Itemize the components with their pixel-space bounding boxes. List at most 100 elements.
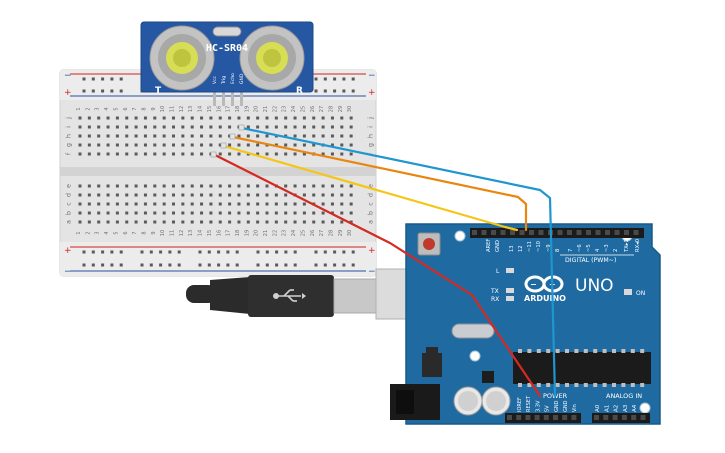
breadboard-hole[interactable] — [162, 125, 166, 129]
header-pin[interactable] — [507, 415, 512, 420]
breadboard-hole[interactable] — [143, 202, 147, 206]
rail-hole[interactable] — [91, 89, 95, 93]
rail-hole[interactable] — [342, 77, 346, 81]
header-pin[interactable] — [491, 230, 496, 235]
breadboard-hole[interactable] — [302, 193, 306, 197]
breadboard-hole[interactable] — [125, 152, 129, 156]
breadboard-hole[interactable] — [349, 152, 353, 156]
rail-hole[interactable] — [275, 263, 279, 267]
breadboard-hole[interactable] — [153, 202, 157, 206]
breadboard-hole[interactable] — [78, 125, 82, 129]
rail-hole[interactable] — [159, 250, 163, 254]
breadboard-hole[interactable] — [302, 143, 306, 147]
breadboard-hole[interactable] — [284, 211, 288, 215]
rail-hole[interactable] — [159, 263, 163, 267]
breadboard-hole[interactable] — [340, 211, 344, 215]
breadboard-hole[interactable] — [256, 220, 260, 224]
breadboard-hole[interactable] — [172, 116, 175, 120]
rail-hole[interactable] — [110, 250, 114, 254]
breadboard-hole[interactable] — [125, 134, 129, 138]
breadboard-hole[interactable] — [256, 184, 260, 188]
header-pin[interactable] — [553, 415, 558, 420]
breadboard-hole[interactable] — [115, 134, 119, 138]
breadboard-hole[interactable] — [172, 134, 175, 138]
rail-hole[interactable] — [110, 77, 114, 81]
header-pin[interactable] — [510, 230, 515, 235]
breadboard-hole[interactable] — [143, 184, 147, 188]
breadboard-hole[interactable] — [115, 116, 119, 120]
breadboard-hole[interactable] — [302, 211, 306, 215]
breadboard-hole[interactable] — [293, 125, 297, 129]
breadboard-hole[interactable] — [293, 143, 297, 147]
breadboard-hole[interactable] — [87, 202, 91, 206]
breadboard-hole[interactable] — [134, 125, 138, 129]
breadboard-hole[interactable] — [330, 134, 334, 138]
rail-hole[interactable] — [82, 89, 86, 93]
breadboard-hole[interactable] — [284, 220, 288, 224]
breadboard-hole[interactable] — [209, 220, 213, 224]
breadboard-hole[interactable] — [302, 125, 306, 129]
rail-hole[interactable] — [119, 89, 123, 93]
breadboard-hole[interactable] — [330, 152, 334, 156]
breadboard-hole[interactable] — [321, 193, 325, 197]
breadboard-hole[interactable] — [218, 125, 222, 129]
header-pin[interactable] — [576, 230, 582, 235]
breadboard-hole[interactable] — [190, 152, 194, 156]
rail-hole[interactable] — [323, 77, 327, 81]
breadboard-hole[interactable] — [284, 125, 288, 129]
rail-hole[interactable] — [149, 250, 153, 254]
breadboard-hole[interactable] — [115, 211, 119, 215]
breadboard-hole[interactable] — [153, 184, 157, 188]
breadboard-hole[interactable] — [78, 134, 82, 138]
breadboard-hole[interactable] — [265, 125, 269, 129]
rail-hole[interactable] — [342, 263, 346, 267]
breadboard-hole[interactable] — [181, 202, 185, 206]
rail-hole[interactable] — [275, 250, 279, 254]
breadboard-hole[interactable] — [78, 116, 82, 120]
breadboard-hole[interactable] — [274, 125, 278, 129]
rail-hole[interactable] — [323, 263, 327, 267]
ultrasonic-sensor[interactable]: HC-SR04 T R Vcc Trig Echo GND — [140, 21, 314, 106]
breadboard-hole[interactable] — [200, 184, 204, 188]
breadboard-hole[interactable] — [181, 116, 185, 120]
header-pin[interactable] — [557, 230, 563, 235]
breadboard-hole[interactable] — [340, 193, 344, 197]
breadboard-hole[interactable] — [274, 202, 278, 206]
breadboard-hole[interactable] — [134, 193, 138, 197]
breadboard-hole[interactable] — [265, 184, 269, 188]
breadboard-hole[interactable] — [256, 116, 260, 120]
breadboard-hole[interactable] — [209, 116, 213, 120]
header-pin[interactable] — [519, 230, 525, 235]
breadboard-hole[interactable] — [265, 152, 269, 156]
breadboard-hole[interactable] — [265, 211, 269, 215]
breadboard-hole[interactable] — [246, 184, 250, 188]
breadboard-hole[interactable] — [274, 143, 278, 147]
rail-hole[interactable] — [207, 250, 211, 254]
breadboard-hole[interactable] — [87, 193, 91, 197]
breadboard-hole[interactable] — [228, 125, 232, 129]
breadboard-hole[interactable] — [200, 193, 204, 197]
breadboard-hole[interactable] — [321, 211, 325, 215]
breadboard-hole[interactable] — [321, 152, 325, 156]
breadboard-hole[interactable] — [97, 202, 101, 206]
breadboard-hole[interactable] — [209, 202, 213, 206]
rail-hole[interactable] — [119, 77, 123, 81]
rail-hole[interactable] — [333, 77, 337, 81]
breadboard-hole[interactable] — [209, 134, 213, 138]
breadboard-hole[interactable] — [125, 116, 129, 120]
breadboard-hole[interactable] — [256, 134, 260, 138]
breadboard-hole[interactable] — [246, 193, 250, 197]
breadboard-hole[interactable] — [274, 116, 278, 120]
rail-hole[interactable] — [101, 89, 105, 93]
digital-header[interactable] — [470, 228, 644, 238]
breadboard-hole[interactable] — [181, 134, 185, 138]
breadboard-hole[interactable] — [200, 202, 204, 206]
breadboard-hole[interactable] — [312, 211, 316, 215]
breadboard-hole[interactable] — [321, 184, 325, 188]
breadboard-hole[interactable] — [200, 220, 204, 224]
breadboard-hole[interactable] — [181, 184, 185, 188]
breadboard-hole[interactable] — [209, 125, 213, 129]
breadboard-hole[interactable] — [153, 116, 157, 120]
breadboard-hole[interactable] — [115, 184, 119, 188]
rail-hole[interactable] — [217, 250, 221, 254]
